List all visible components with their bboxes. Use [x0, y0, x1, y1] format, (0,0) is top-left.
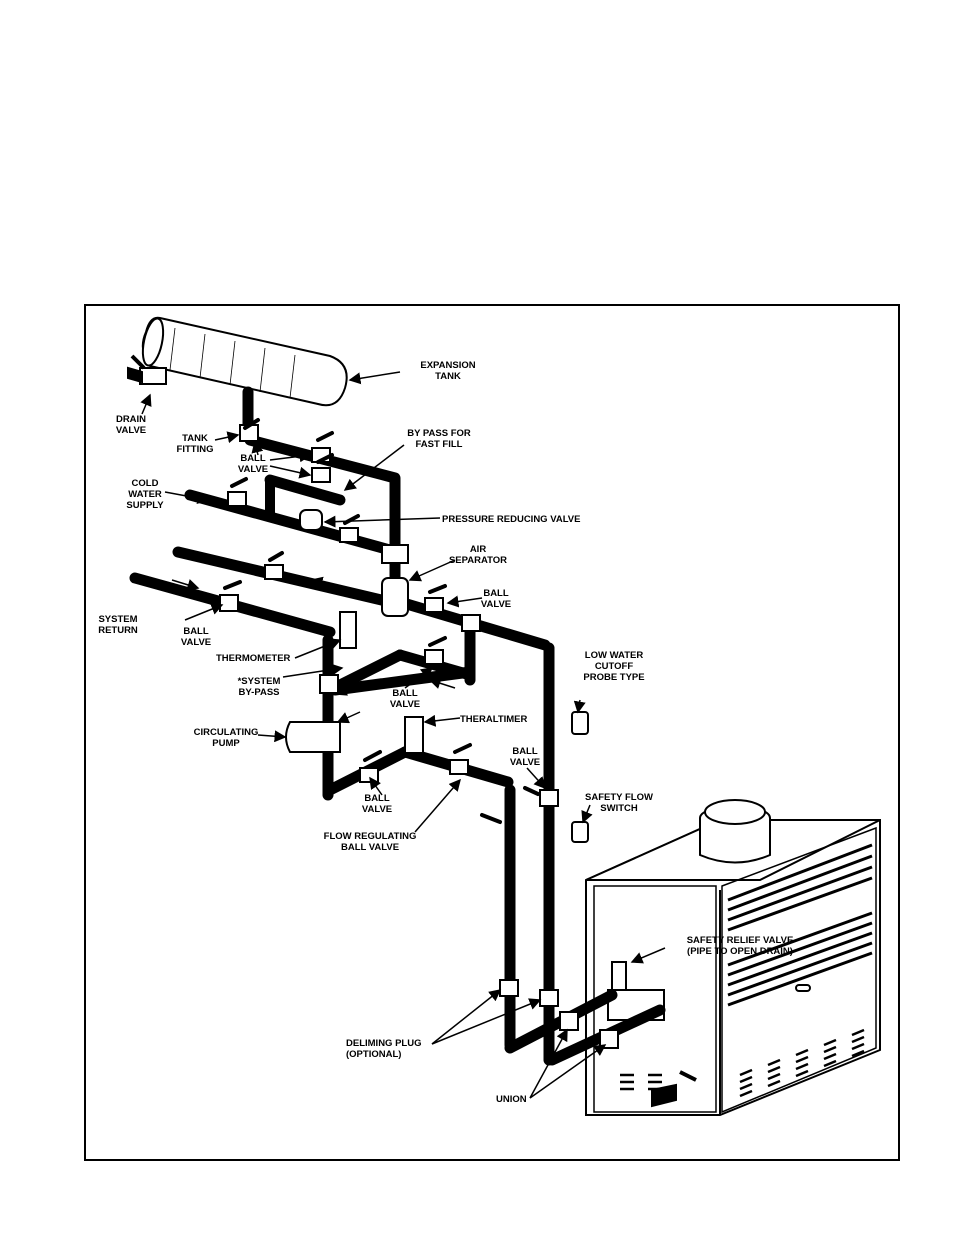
label-union: UNION [496, 1094, 527, 1105]
label-flow-regulating: FLOW REGULATING BALL VALVE [323, 831, 417, 853]
label-ball-valve-right: BALL VALVE [480, 588, 512, 610]
label-ball-valve-lower-right: BALL VALVE [509, 746, 541, 768]
label-cold-water-supply: COLD WATER SUPPLY [126, 478, 164, 511]
label-safety-flow-switch: SAFETY FLOW SWITCH [585, 792, 653, 814]
label-safety-relief-valve: SAFETY RELIEF VALVE (PIPE TO OPEN DRAIN) [686, 935, 794, 957]
label-theraltimer: THERALTIMER [460, 714, 528, 725]
label-system-return: SYSTEM RETURN [98, 614, 138, 636]
label-low-water-cutoff: LOW WATER CUTOFF PROBE TYPE [583, 650, 645, 683]
diagram-frame [84, 304, 900, 1161]
label-tank-fitting: TANK FITTING [176, 433, 214, 455]
ball-valve-icon [219, 424, 627, 1049]
label-deliming-plug: DELIMING PLUG (OPTIONAL) [346, 1038, 422, 1060]
label-system-bypass: *SYSTEM BY-PASS [237, 676, 281, 698]
label-ball-valve-top: BALL VALVE [237, 453, 269, 475]
expansion-tank-icon [127, 316, 348, 407]
label-expansion-tank: EXPANSION TANK [420, 360, 476, 382]
label-ball-valve-left: BALL VALVE [180, 626, 212, 648]
label-circulating-pump: CIRCULATING PUMP [193, 727, 259, 749]
boiler-icon [585, 799, 881, 1116]
label-air-separator: AIR SEPARATOR [448, 544, 508, 566]
label-ball-valve-bottom: BALL VALVE [361, 793, 393, 815]
label-thermometer: THERMOMETER [216, 653, 291, 664]
label-ball-valve-mid: BALL VALVE [389, 688, 421, 710]
label-drain-valve: DRAIN VALVE [115, 414, 147, 436]
label-pressure-reducing-valve: PRESSURE REDUCING VALVE [442, 514, 581, 525]
label-bypass-fast-fill: BY PASS FOR FAST FILL [407, 428, 471, 450]
